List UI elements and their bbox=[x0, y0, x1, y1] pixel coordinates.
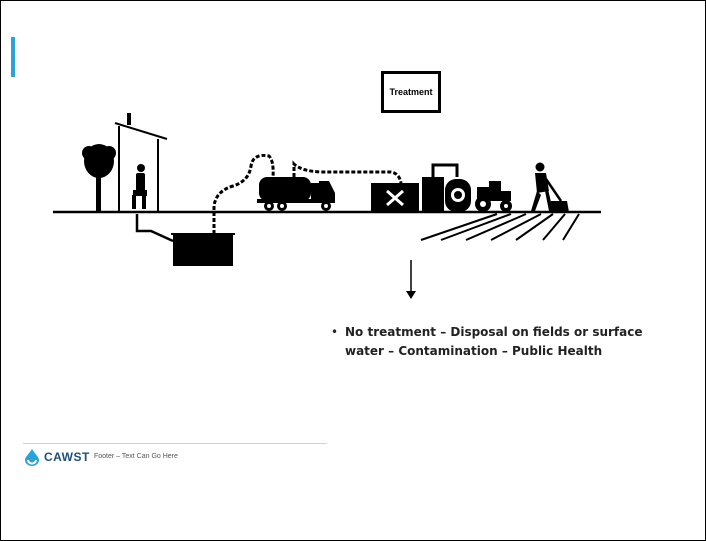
field-furrows bbox=[421, 214, 579, 240]
footer-divider bbox=[23, 443, 327, 444]
latrine-icon bbox=[115, 113, 167, 212]
cawst-logo: CAWST bbox=[23, 448, 90, 466]
transfer-hose bbox=[294, 164, 401, 183]
treatment-label: Treatment bbox=[389, 87, 432, 97]
pipe bbox=[137, 214, 173, 241]
tree-icon bbox=[82, 144, 116, 212]
bullet-symbol: • bbox=[331, 323, 345, 361]
pit bbox=[173, 235, 233, 266]
treatment-label-box: Treatment bbox=[381, 71, 441, 113]
truck-icon bbox=[257, 177, 335, 211]
farmer-icon bbox=[531, 163, 569, 213]
bullet-point: • No treatment – Disposal on fields or s… bbox=[331, 323, 661, 361]
logo-text: CAWST bbox=[44, 450, 90, 464]
sanitation-chain-diagram bbox=[1, 1, 705, 321]
treatment-plant-icon bbox=[371, 165, 471, 212]
water-drop-icon bbox=[23, 448, 41, 466]
footer-text: Footer – Text Can Go Here bbox=[94, 453, 178, 460]
bullet-text: No treatment – Disposal on fields or sur… bbox=[345, 323, 661, 361]
person-icon bbox=[132, 164, 147, 209]
down-arrow-icon bbox=[406, 260, 416, 299]
tractor-icon bbox=[475, 181, 512, 212]
